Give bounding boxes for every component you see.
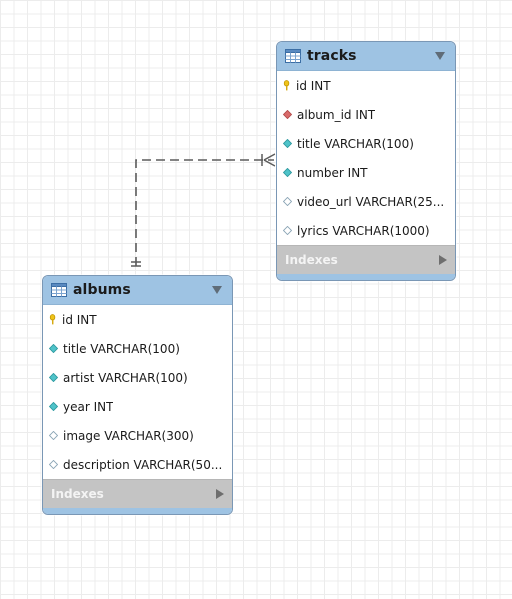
collapse-triangle-icon[interactable] (212, 286, 222, 294)
indexes-section[interactable]: Indexes (277, 245, 455, 274)
table-header[interactable]: tracks (277, 42, 455, 71)
column-label: description VARCHAR(50... (63, 457, 223, 472)
not-null-diamond-icon (49, 344, 58, 353)
column-row[interactable]: title VARCHAR(100) (43, 334, 232, 363)
expand-triangle-icon[interactable] (216, 489, 224, 499)
relationship-line (135, 159, 274, 266)
crows-foot-bottom (263, 159, 276, 167)
column-row[interactable]: number INT (277, 158, 455, 187)
not-null-diamond-icon (283, 168, 292, 177)
primary-key-icon (283, 80, 290, 91)
column-label: id INT (296, 78, 331, 93)
column-row[interactable]: description VARCHAR(50... (43, 450, 232, 479)
column-row[interactable]: artist VARCHAR(100) (43, 363, 232, 392)
column-label: year INT (63, 399, 114, 414)
column-label: lyrics VARCHAR(1000) (297, 223, 430, 238)
column-label: id INT (62, 312, 97, 327)
not-null-diamond-icon (49, 373, 58, 382)
column-label: video_url VARCHAR(25... (297, 194, 445, 209)
indexes-label: Indexes (51, 487, 104, 501)
table-footer (43, 508, 232, 514)
column-row[interactable]: id INT (277, 71, 455, 100)
table-title: tracks (307, 48, 357, 64)
not-null-diamond-icon (283, 139, 292, 148)
column-list: id INT album_id INT title VARCHAR(100) n… (277, 71, 455, 245)
column-label: title VARCHAR(100) (63, 341, 180, 356)
nullable-diamond-icon (49, 460, 58, 469)
nullable-diamond-icon (283, 226, 292, 235)
table-header[interactable]: albums (43, 276, 232, 305)
column-label: number INT (297, 165, 368, 180)
primary-key-icon (49, 314, 56, 325)
not-null-diamond-icon (49, 402, 58, 411)
column-row[interactable]: video_url VARCHAR(25... (277, 187, 455, 216)
column-row[interactable]: title VARCHAR(100) (277, 129, 455, 158)
column-label: artist VARCHAR(100) (63, 370, 188, 385)
foreign-key-diamond-icon (283, 110, 292, 119)
table-grid-icon (285, 49, 301, 63)
nullable-diamond-icon (283, 197, 292, 206)
crows-foot-top (263, 153, 276, 161)
indexes-label: Indexes (285, 253, 338, 267)
table-tracks[interactable]: tracks id INT album_id INT (276, 41, 456, 281)
column-row[interactable]: year INT (43, 392, 232, 421)
nullable-diamond-icon (49, 431, 58, 440)
collapse-triangle-icon[interactable] (435, 52, 445, 60)
column-row[interactable]: image VARCHAR(300) (43, 421, 232, 450)
table-grid-icon (51, 283, 67, 297)
column-row[interactable]: id INT (43, 305, 232, 334)
column-label: title VARCHAR(100) (297, 136, 414, 151)
column-row[interactable]: lyrics VARCHAR(1000) (277, 216, 455, 245)
table-albums[interactable]: albums id INT title VARCHAR(100) (42, 275, 233, 515)
column-label: image VARCHAR(300) (63, 428, 194, 443)
column-list: id INT title VARCHAR(100) artist VARCHAR… (43, 305, 232, 479)
column-row[interactable]: album_id INT (277, 100, 455, 129)
expand-triangle-icon[interactable] (439, 255, 447, 265)
table-title: albums (73, 282, 131, 298)
table-footer (277, 274, 455, 280)
indexes-section[interactable]: Indexes (43, 479, 232, 508)
column-label: album_id INT (297, 107, 376, 122)
